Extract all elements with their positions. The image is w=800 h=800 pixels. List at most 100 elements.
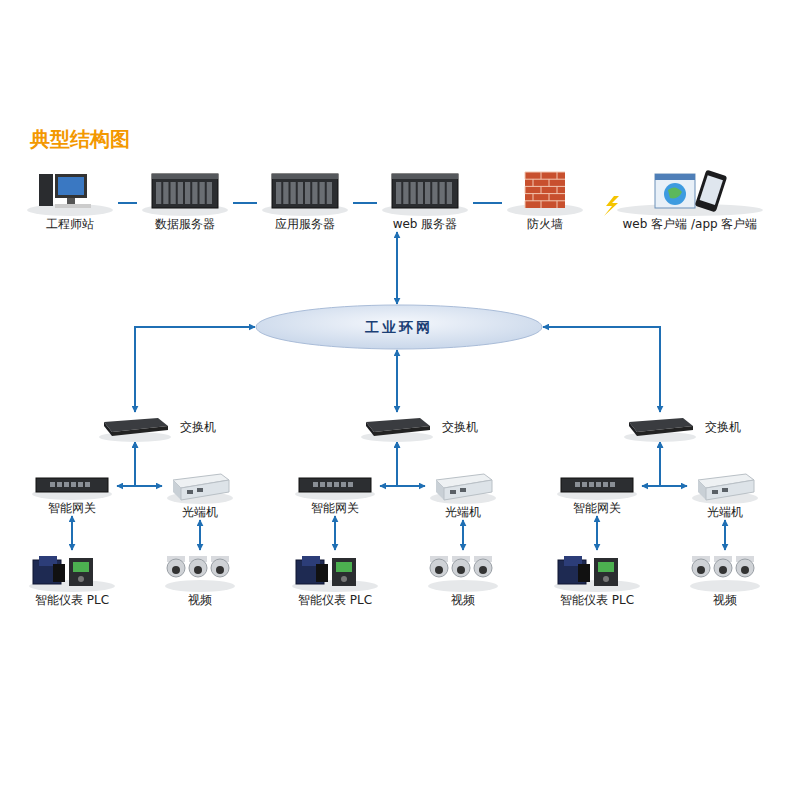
meter-plc: 智能仪表 PLC: [287, 550, 383, 608]
firewall: 防火墙: [502, 168, 588, 232]
device-illustration: [30, 470, 114, 500]
client-devices: web 客户端 /app 客户端: [612, 168, 768, 232]
device-icon: [380, 168, 470, 216]
device-icon: [505, 168, 585, 216]
device-illustration: [140, 168, 230, 216]
device-icon: [25, 168, 115, 216]
device-illustration: [552, 550, 642, 592]
switch: 交换机: [623, 412, 741, 442]
optical-transceiver: 光端机: [425, 470, 501, 520]
video-camera: 视频: [160, 550, 240, 608]
device-illustration: [25, 168, 115, 216]
connector: [233, 202, 257, 204]
connector: [396, 350, 398, 412]
node-label: 光端机: [425, 504, 501, 520]
node-label: 交换机: [705, 419, 741, 435]
device-icon: [623, 412, 697, 442]
switch: 交换机: [98, 412, 216, 442]
connector: [397, 442, 425, 486]
device-icon: [260, 168, 350, 216]
device-illustration: [290, 550, 380, 592]
connector: [353, 202, 377, 204]
node-label: 工业环网: [365, 319, 433, 335]
node-label: 防火墙: [502, 216, 588, 232]
smart-gateway: 智能网关: [27, 470, 117, 516]
device-illustration: [505, 168, 585, 216]
connector: [396, 232, 398, 304]
meter-plc: 智能仪表 PLC: [549, 550, 645, 608]
smart-gateway: 智能网关: [552, 470, 642, 516]
node-label: 智能网关: [27, 500, 117, 516]
connector: [473, 202, 502, 204]
device-illustration: [688, 550, 762, 592]
device-illustration: [293, 470, 377, 500]
meter-plc: 智能仪表 PLC: [24, 550, 120, 608]
node-label: 视频: [160, 592, 240, 608]
device-icon: [615, 168, 765, 216]
device-illustration: [623, 412, 697, 442]
node-label: web 客户端 /app 客户端: [612, 216, 768, 232]
node-label: 数据服务器: [137, 216, 233, 232]
device-illustration: [426, 550, 500, 592]
device-illustration: [380, 168, 470, 216]
device-illustration: [165, 470, 235, 504]
connector: [118, 202, 137, 204]
engineer-station: 工程师站: [22, 168, 118, 232]
device-icon: [428, 470, 498, 504]
diagram-title: 典型结构图: [30, 126, 130, 153]
node-label: 智能仪表 PLC: [24, 592, 120, 608]
node-label: 视频: [423, 592, 503, 608]
connector: [380, 442, 397, 486]
device-illustration: [690, 470, 760, 504]
connector: [462, 520, 464, 550]
device-icon: [690, 470, 760, 504]
node-label: web 服务器: [377, 216, 473, 232]
device-icon: [426, 550, 500, 592]
device-illustration: [360, 412, 434, 442]
node-label: 光端机: [687, 504, 763, 520]
database-server: 数据服务器: [137, 168, 233, 232]
node-label: 视频: [685, 592, 765, 608]
switch: 交换机: [360, 412, 478, 442]
device-icon: [552, 550, 642, 592]
device-illustration: [98, 412, 172, 442]
lightning-symbol: [604, 196, 619, 216]
device-icon: [163, 550, 237, 592]
device-illustration: [615, 168, 765, 216]
device-icon: [293, 470, 377, 500]
node-label: 智能网关: [290, 500, 380, 516]
node-label: 交换机: [442, 419, 478, 435]
device-icon: [290, 550, 380, 592]
connector: [117, 442, 135, 486]
connector: [660, 442, 687, 486]
node-label: 智能仪表 PLC: [549, 592, 645, 608]
device-icon: [360, 412, 434, 442]
node-label: 智能仪表 PLC: [287, 592, 383, 608]
connector: [71, 516, 73, 550]
node-label: 工程师站: [22, 216, 118, 232]
app-server: 应用服务器: [257, 168, 353, 232]
device-icon: [30, 470, 114, 500]
node-label: 交换机: [180, 419, 216, 435]
device-icon: [98, 412, 172, 442]
device-illustration: [27, 550, 117, 592]
connector: [543, 327, 660, 412]
web-server: web 服务器: [377, 168, 473, 232]
device-icon: [27, 550, 117, 592]
node-label: 应用服务器: [257, 216, 353, 232]
device-illustration: [260, 168, 350, 216]
connector: [596, 516, 598, 550]
device-illustration: [555, 470, 639, 500]
device-icon: [688, 550, 762, 592]
connector: [642, 442, 660, 486]
device-illustration: [163, 550, 237, 592]
connector: [724, 520, 726, 550]
device-icon: [165, 470, 235, 504]
device-icon: [140, 168, 230, 216]
node-label: 光端机: [162, 504, 238, 520]
optical-transceiver: 光端机: [162, 470, 238, 520]
connector: [135, 327, 255, 412]
video-camera: 视频: [685, 550, 765, 608]
